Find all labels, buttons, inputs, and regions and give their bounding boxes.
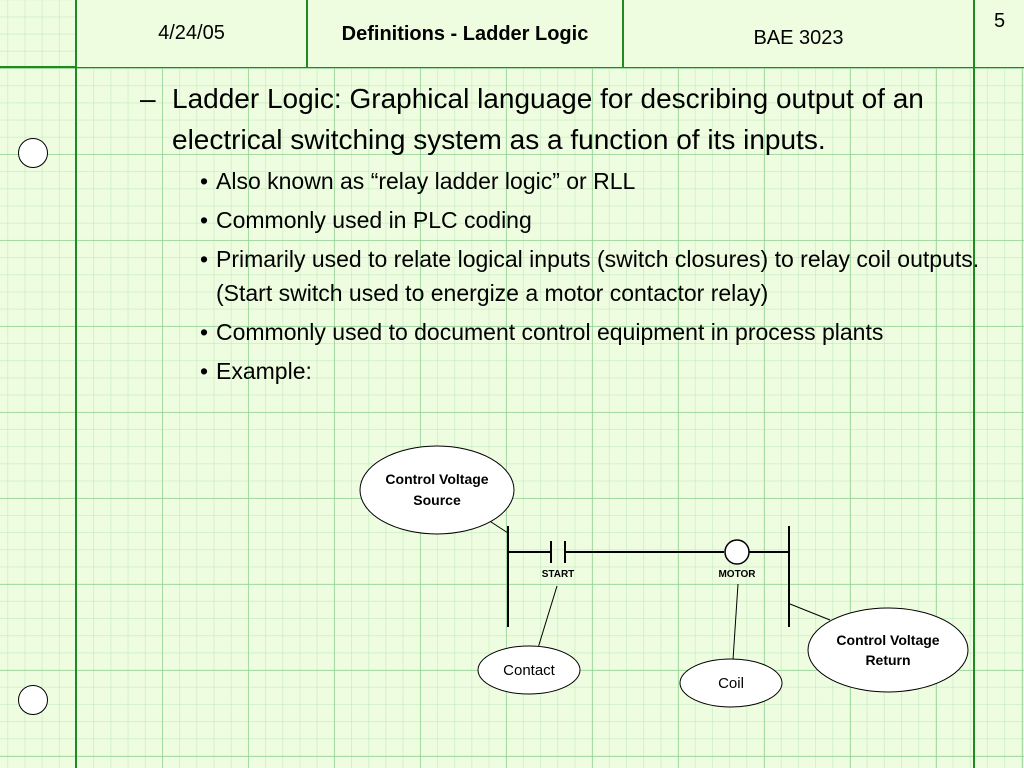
binder-margin-line xyxy=(75,0,77,768)
coil-leader-line xyxy=(732,583,739,661)
page-title: Definitions - Ladder Logic xyxy=(341,22,589,45)
header-date: 4/24/05 xyxy=(77,0,306,67)
date-text: 4/24/05 xyxy=(158,22,225,44)
main-bullet-text: Ladder Logic: Graphical language for des… xyxy=(172,83,924,155)
header-title: Definitions - Ladder Logic xyxy=(308,0,622,67)
dash-bullet-icon: – xyxy=(140,83,156,114)
motor-coil-icon xyxy=(724,539,750,565)
main-bullet: – Ladder Logic: Graphical language for d… xyxy=(140,78,980,160)
sub-bullet-item: Commonly used in PLC coding xyxy=(200,203,980,237)
header-divider-line xyxy=(0,66,1024,68)
sub-bullet-item: Also known as “relay ladder logic” or RL… xyxy=(200,164,980,198)
header-separator xyxy=(622,0,624,68)
source-callout-bubble xyxy=(359,445,515,535)
header-page-number: 5 xyxy=(975,0,1024,67)
start-label: START xyxy=(542,569,575,580)
page-number: 5 xyxy=(993,10,1006,32)
sub-bullet-item: Primarily used to relate logical inputs … xyxy=(200,242,980,310)
binder-hole-icon xyxy=(18,138,48,168)
return-callout-line1: Control Voltage xyxy=(836,632,939,648)
header-course: BAE 3023 xyxy=(624,0,973,67)
motor-label: MOTOR xyxy=(718,569,756,580)
sub-bullet-item: Commonly used to document control equipm… xyxy=(200,315,980,349)
return-callout-line2: Return xyxy=(865,652,910,668)
sub-bullet-list: Also known as “relay ladder logic” or RL… xyxy=(140,164,980,388)
source-leader-line xyxy=(487,519,509,534)
sub-bullet-item: Example: xyxy=(200,354,980,388)
contact-leader-line xyxy=(537,585,558,649)
course-code: BAE 3023 xyxy=(753,27,844,49)
return-leader-line xyxy=(789,603,831,621)
coil-callout-bubble xyxy=(679,658,783,708)
coil-callout-label: Coil xyxy=(718,675,744,692)
contact-callout-label: Contact xyxy=(503,662,556,679)
return-callout-bubble xyxy=(807,607,969,693)
binder-hole-icon xyxy=(18,685,48,715)
source-callout-line1: Control Voltage xyxy=(385,471,488,487)
slide-content: – Ladder Logic: Graphical language for d… xyxy=(140,78,980,393)
header-separator xyxy=(306,0,308,68)
contact-callout-bubble xyxy=(477,645,581,695)
source-callout-line2: Source xyxy=(413,492,461,508)
